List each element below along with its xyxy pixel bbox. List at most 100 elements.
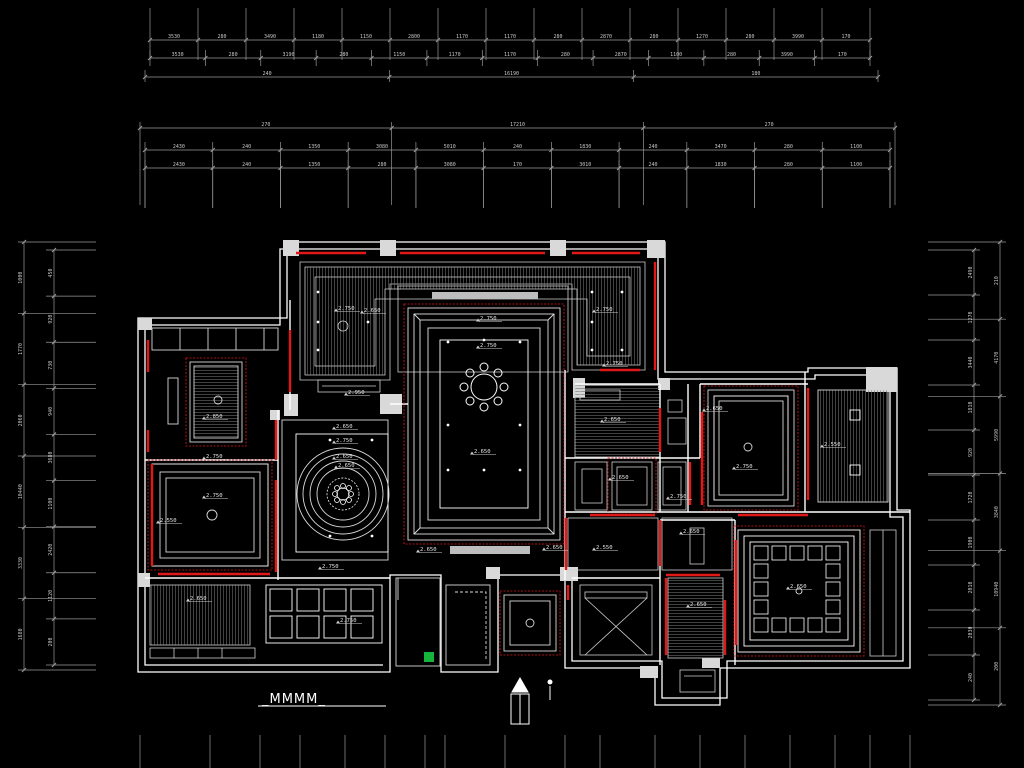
coffer-cell — [753, 581, 769, 597]
dimension-value: 10440 — [18, 484, 24, 499]
dimension-value: 3080 — [444, 162, 456, 168]
ceiling-level-label: 2.850 — [206, 414, 223, 420]
ceiling-level-label: 2.650 — [364, 308, 381, 314]
red-dashed-outlines — [147, 303, 865, 657]
level-marker-icon — [202, 456, 206, 460]
west-lower-room — [149, 584, 256, 659]
dimension-value: 5010 — [444, 144, 456, 150]
dimension-value: 5990 — [994, 429, 1000, 441]
dimension-value: 1120 — [48, 590, 54, 602]
dimension-value: 240 — [513, 144, 522, 150]
level-marker-icon — [476, 345, 480, 349]
dimension-value: 10940 — [994, 582, 1000, 597]
upper-hall-ceiling — [299, 261, 646, 393]
dimension-value: 3330 — [18, 557, 24, 569]
level-marker-icon — [344, 392, 348, 396]
ceiling-level-label: 2.650 — [683, 529, 700, 535]
dimension-value: 1170 — [456, 34, 468, 40]
coffer-cell — [825, 563, 841, 579]
level-marker-icon — [786, 586, 790, 590]
ceiling-level-label: 2.750 — [206, 454, 223, 460]
level-marker-icon — [156, 520, 160, 524]
overall-dimension: 16190 — [504, 71, 519, 77]
dimension-value: 3680 — [48, 451, 54, 463]
dimension-value: 280 — [784, 144, 793, 150]
level-marker-icon — [666, 496, 670, 500]
drawing-title: _MMMM_ — [261, 692, 326, 707]
coffer-cell — [825, 545, 841, 561]
coffer-cell — [825, 581, 841, 597]
dimension-value: 1830 — [579, 144, 591, 150]
dimension-value: 280 — [745, 34, 754, 40]
coffer-cell — [825, 599, 841, 615]
ceiling-level-label: 2.750 — [338, 306, 355, 312]
right-dimension-chain: 2104170599038401094020024901270344018109… — [928, 239, 1006, 708]
wardrobe-grid — [265, 584, 383, 644]
dimension-value: 450 — [48, 269, 54, 278]
dimension-value: 2060 — [18, 414, 24, 426]
ceiling-level-label: 2.650 — [546, 545, 563, 551]
dimension-value: 1830 — [715, 162, 727, 168]
east-bedroom-ceiling — [707, 389, 889, 507]
level-marker-icon — [592, 547, 596, 551]
level-marker-icon — [360, 310, 364, 314]
dimension-value: 2430 — [173, 162, 185, 168]
dimension-value: 1350 — [308, 144, 320, 150]
level-marker-icon — [334, 465, 338, 469]
ceiling-level-label: 2.650 — [706, 406, 723, 412]
level-marker-icon — [602, 363, 606, 367]
dimension-value: 1150 — [360, 34, 372, 40]
coffer-cell — [753, 545, 769, 561]
dimension-value: 210 — [994, 276, 1000, 285]
dimension-value: 280 — [553, 34, 562, 40]
coffer-cell — [807, 617, 823, 633]
ceiling-level-label: 2.650 — [420, 547, 437, 553]
ceiling-level-label: 2.650 — [336, 424, 353, 430]
dimension-value: 1000 — [18, 272, 24, 284]
stair-elevator — [579, 584, 653, 656]
dimension-value: 240 — [648, 144, 657, 150]
dining-table-icon — [459, 362, 509, 412]
spot-lights — [316, 290, 624, 538]
level-marker-icon — [600, 419, 604, 423]
ceiling-level-label: 2.650 — [604, 417, 621, 423]
living-room-round-ceiling — [281, 419, 390, 561]
dimension-value: 240 — [648, 162, 657, 168]
dimension-value: 1900 — [968, 536, 974, 548]
dimension-value: 3530 — [168, 34, 180, 40]
ceiling-level-label: 2.750 — [606, 361, 623, 367]
level-marker-icon — [202, 416, 206, 420]
overall-dimension: 270 — [765, 122, 774, 128]
dimension-value: 3080 — [376, 144, 388, 150]
dimension-value: 3490 — [264, 34, 276, 40]
ceiling-level-label: 2.550 — [160, 518, 177, 524]
ceiling-level-label: 2.950 — [348, 390, 365, 396]
ceiling-level-label: 2.550 — [824, 442, 841, 448]
level-marker-icon — [470, 451, 474, 455]
ceiling-level-label: 2.650 — [474, 449, 491, 455]
coffer-cell — [789, 617, 805, 633]
dimension-value: 1170 — [504, 34, 516, 40]
dimension-value: 280 — [378, 162, 387, 168]
dimension-value: 1680 — [18, 628, 24, 640]
red-wall-markers — [146, 251, 810, 655]
level-marker-icon — [542, 547, 546, 551]
ceiling-level-label: 2.750 — [596, 307, 613, 313]
dimension-value: 240 — [242, 162, 251, 168]
dimension-value: 1100 — [850, 162, 862, 168]
ceiling-level-label: 2.650 — [190, 596, 207, 602]
plan-body — [137, 240, 911, 725]
level-marker-icon — [679, 531, 683, 535]
dimension-value: 1350 — [308, 162, 320, 168]
dimension-value: 2870 — [600, 34, 612, 40]
coffer-cell — [825, 617, 841, 633]
ceiling-level-label: 2.650 — [790, 584, 807, 590]
coffer-cell — [771, 545, 787, 561]
dimension-value: 1170 — [504, 52, 516, 58]
level-marker-icon — [416, 549, 420, 553]
dimension-value: 730 — [48, 361, 54, 370]
dimension-value: 280 — [561, 52, 570, 58]
dimension-value: 280 — [339, 52, 348, 58]
